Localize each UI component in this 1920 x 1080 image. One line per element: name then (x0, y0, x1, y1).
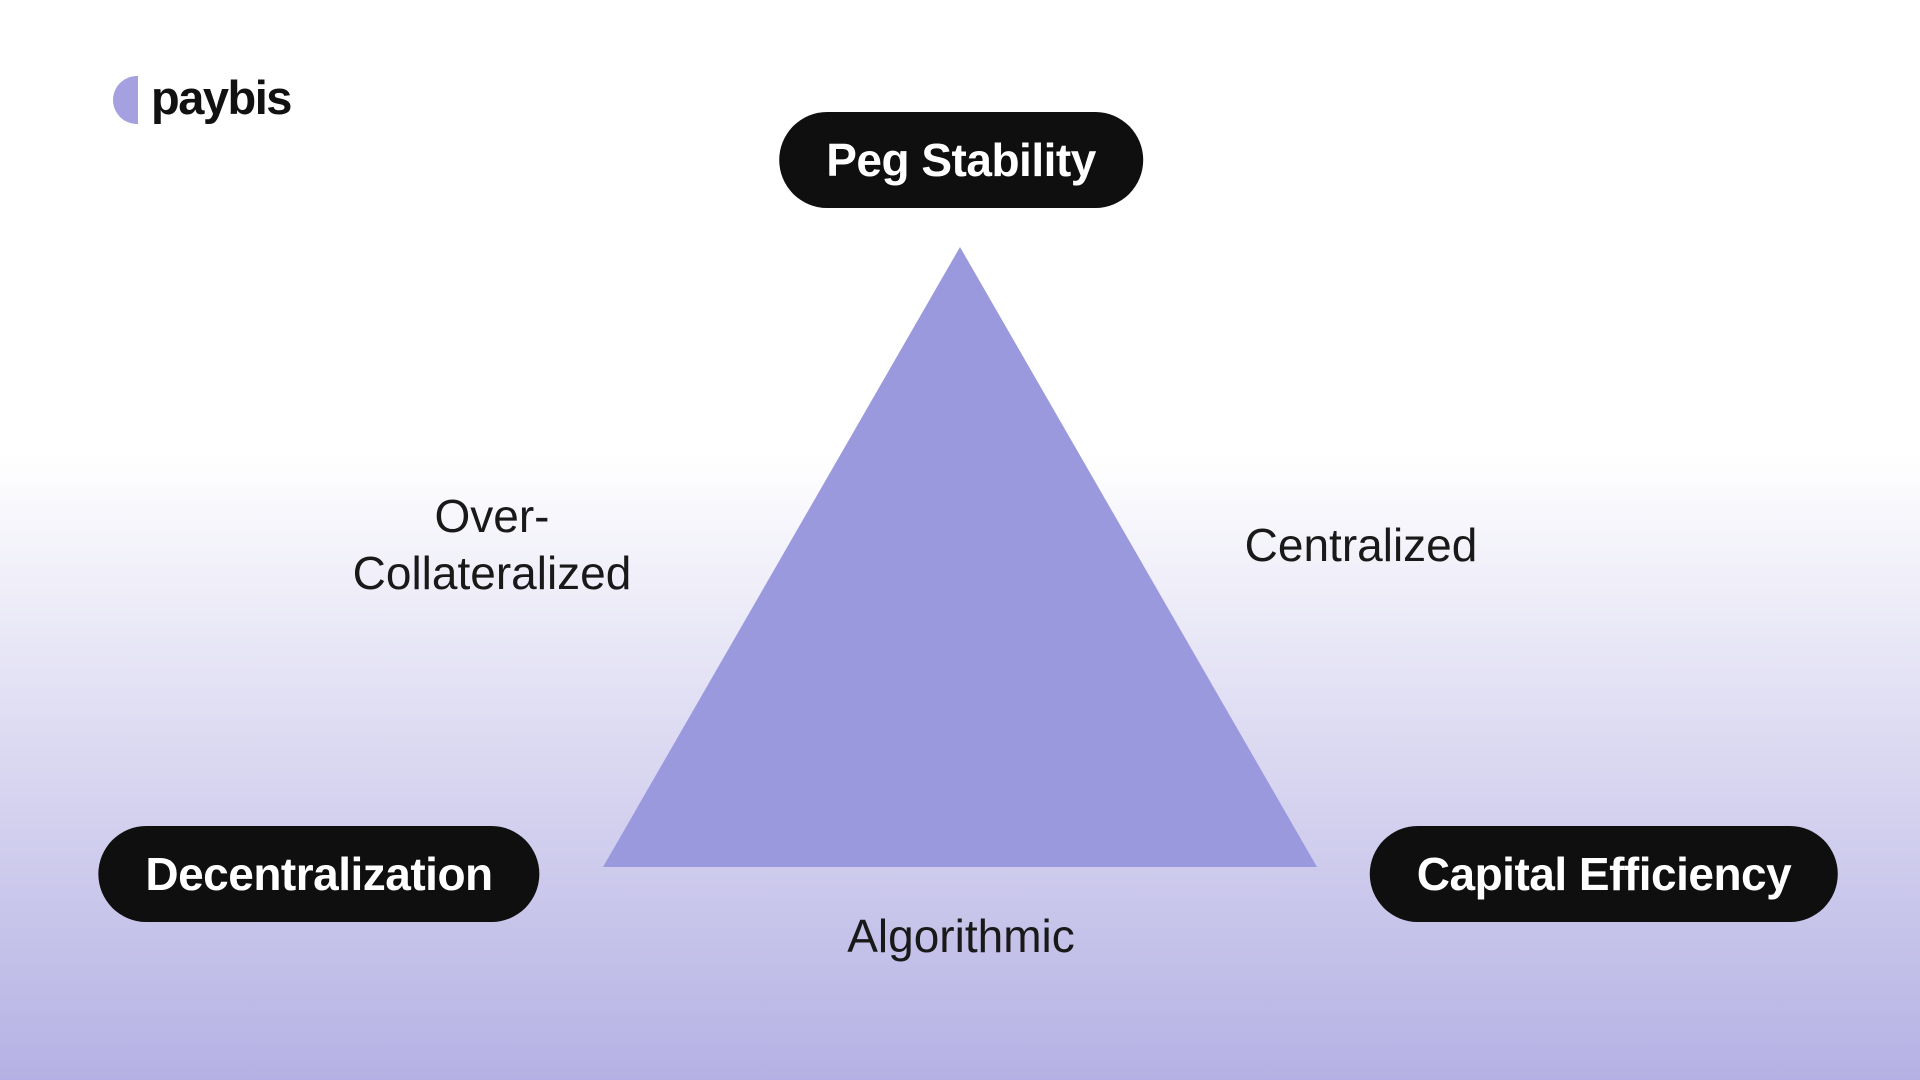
edge-label-centralized: Centralized (1245, 517, 1478, 574)
edge-label-line: Centralized (1244, 519, 1478, 571)
vertex-label-peg-stability: Peg Stability (826, 134, 1096, 186)
vertex-label-capital-efficiency: Capital Efficiency (1416, 848, 1792, 900)
edge-label-line: Over- (434, 490, 550, 542)
edge-label-over-collateralized: Over- Collateralized (353, 488, 632, 602)
vertex-pill-peg-stability: Peg Stability (779, 112, 1143, 208)
edge-label-line: Collateralized (352, 547, 632, 600)
paybis-half-circle-icon (113, 75, 138, 124)
trilemma-triangle (603, 247, 1317, 867)
paybis-logo-text: paybis (151, 71, 292, 124)
edge-label-algorithmic: Algorithmic (847, 908, 1075, 965)
paybis-logo: paybis (113, 71, 292, 125)
vertex-label-decentralization: Decentralization (145, 848, 493, 900)
vertex-pill-decentralization: Decentralization (98, 826, 540, 922)
vertex-pill-capital-efficiency: Capital Efficiency (1369, 826, 1839, 922)
edge-label-line: Algorithmic (847, 910, 1075, 962)
